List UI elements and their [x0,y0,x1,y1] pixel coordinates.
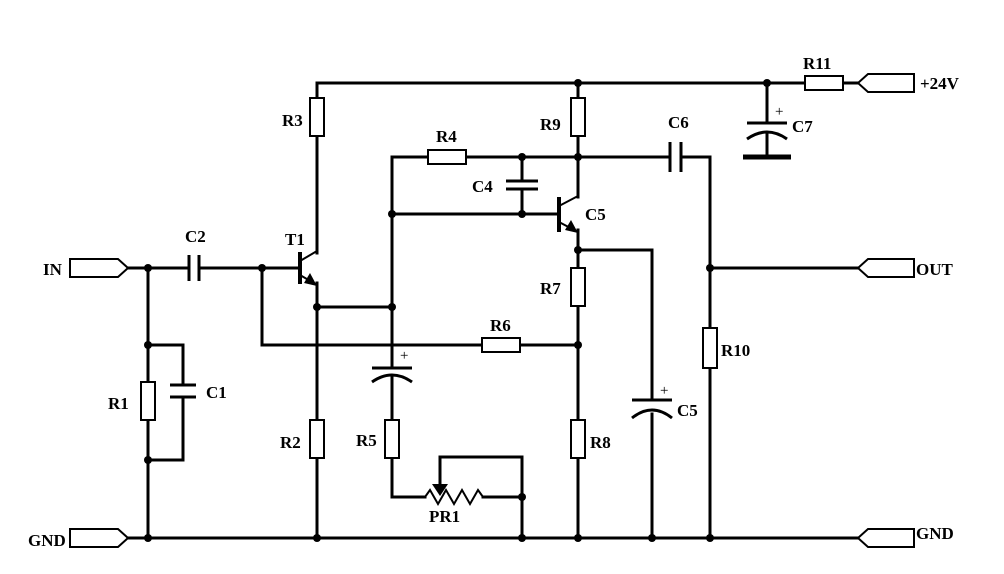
resistors [140,75,844,459]
polarity-marks: + + + [400,104,783,399]
capacitor-polarized-lower [371,366,413,384]
resistor-r6 [481,337,521,353]
resistor-r11 [804,75,844,91]
resistor-r3 [309,97,325,137]
label-r8: R8 [590,433,611,452]
port-supply [856,73,915,93]
resistor-r2 [309,419,325,459]
wires [126,81,860,540]
capacitors [170,121,791,420]
port-out [856,258,915,278]
label-r4: R4 [436,127,457,146]
capacitor-c2 [187,255,201,281]
capacitor-c1 [170,383,196,399]
resistor-r4 [427,149,467,165]
label-r11: R11 [803,54,831,73]
port-gnd-right [856,528,915,548]
label-c4: C4 [472,177,493,196]
label-gnd-left: GND [28,531,66,550]
port-gnd-left [69,528,130,548]
label-r10: R10 [721,341,750,360]
label-c5-capacitor: C5 [677,401,698,420]
potentiometer-pr1 [424,484,484,507]
transistor-t1 [298,250,318,286]
polarity-mark-c7: + [775,104,783,120]
label-c7: C7 [792,117,813,136]
label-r3: R3 [282,111,303,130]
capacitor-c5-right [631,398,673,420]
label-r7: R7 [540,279,561,298]
capacitor-c6 [668,142,683,172]
resistor-r10 [702,327,718,369]
label-c5-transistor: C5 [585,205,606,224]
label-r1: R1 [108,394,129,413]
labels: IN GND +24V OUT GND R1 C1 C2 T1 R3 R2 R4… [28,54,960,550]
label-c6: C6 [668,113,689,132]
port-in [69,258,130,278]
label-gnd-right: GND [916,524,954,543]
polarity-mark-lower: + [400,348,408,364]
capacitor-c7 [743,121,791,160]
label-pr1: PR1 [429,507,460,526]
polarity-mark-c5: + [660,383,668,399]
resistor-r8 [570,419,586,459]
resistor-r1 [140,381,156,421]
label-r6: R6 [490,316,511,335]
resistor-r5 [384,419,400,459]
capacitor-c4 [506,179,538,191]
junctions [144,79,771,542]
label-r9: R9 [540,115,561,134]
label-r2: R2 [280,433,301,452]
label-c2: C2 [185,227,206,246]
resistor-r9 [570,97,586,137]
label-r5: R5 [356,431,377,450]
resistor-r7 [570,267,586,307]
label-in: IN [43,260,63,279]
label-supply: +24V [920,74,960,93]
transistor-right [557,195,579,233]
label-c1: C1 [206,383,227,402]
label-t1: T1 [285,230,305,249]
label-out: OUT [916,260,954,279]
